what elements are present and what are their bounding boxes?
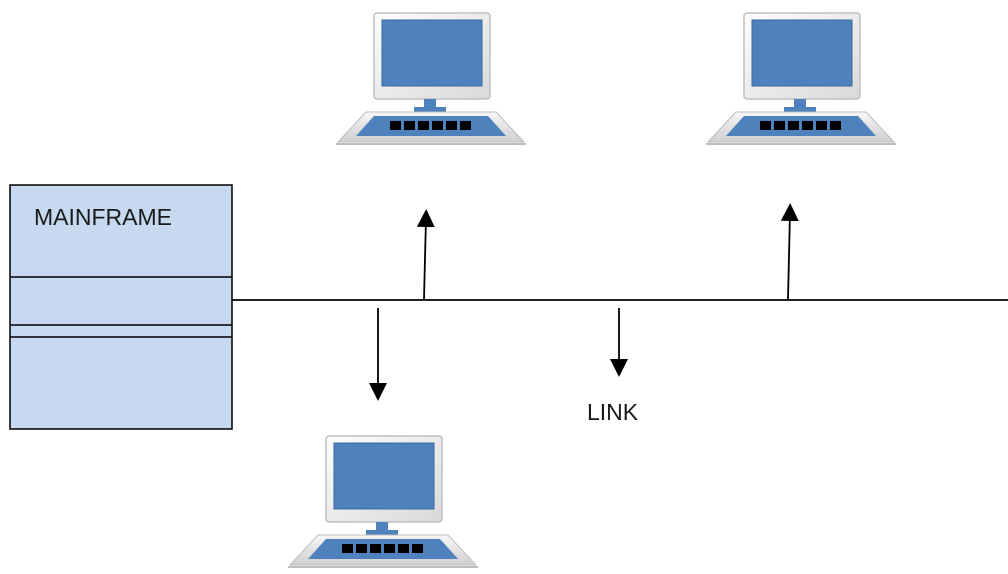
computer-icon <box>287 435 479 568</box>
arrow-up-1 <box>416 209 435 300</box>
arrow-up-2 <box>780 203 799 300</box>
mainframe <box>9 184 233 430</box>
mainframe-label: MAINFRAME <box>34 204 172 230</box>
computer-icon <box>335 12 527 145</box>
computer-icon <box>705 12 897 145</box>
link-label: LINK <box>587 399 639 425</box>
